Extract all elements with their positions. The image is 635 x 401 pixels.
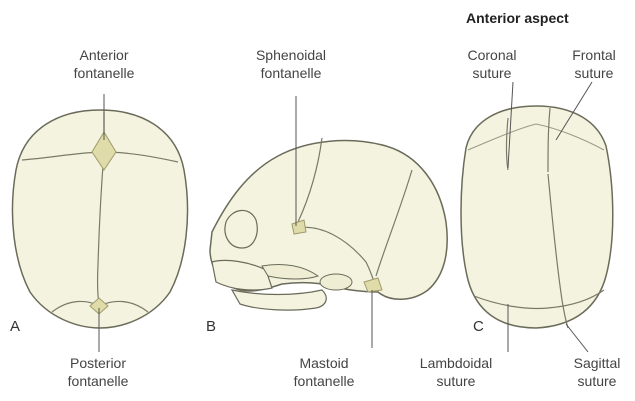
skull-outline-c	[461, 106, 613, 328]
mastoid-fontanelle-label: Mastoid fontanelle	[274, 354, 374, 390]
coronal-suture-label: Coronal suture	[442, 46, 542, 82]
skull-front-view	[461, 82, 613, 352]
panel-label-a: A	[10, 318, 20, 335]
leader-sagittal-suture	[566, 324, 588, 352]
sphenoidal-fontanelle-label: Sphenoidal fontanelle	[236, 46, 346, 82]
mandible-b	[232, 290, 326, 310]
ear-region-b	[320, 274, 352, 290]
panel-label-c: C	[473, 318, 484, 335]
skull-top-view	[12, 94, 187, 352]
frontal-suture-label: Frontal suture	[556, 46, 632, 82]
panel-label-b: B	[206, 318, 216, 335]
anterior-aspect-heading: Anterior aspect	[466, 10, 569, 26]
lambdoidal-suture-label: Lambdoidal suture	[404, 354, 508, 390]
sagittal-suture-label: Sagittal suture	[561, 354, 633, 390]
orbit-b	[225, 210, 257, 248]
skull-lateral-view	[210, 96, 447, 348]
anterior-fontanelle-label: Anterior fontanelle	[54, 46, 154, 82]
posterior-fontanelle-label: Posterior fontanelle	[48, 354, 148, 390]
